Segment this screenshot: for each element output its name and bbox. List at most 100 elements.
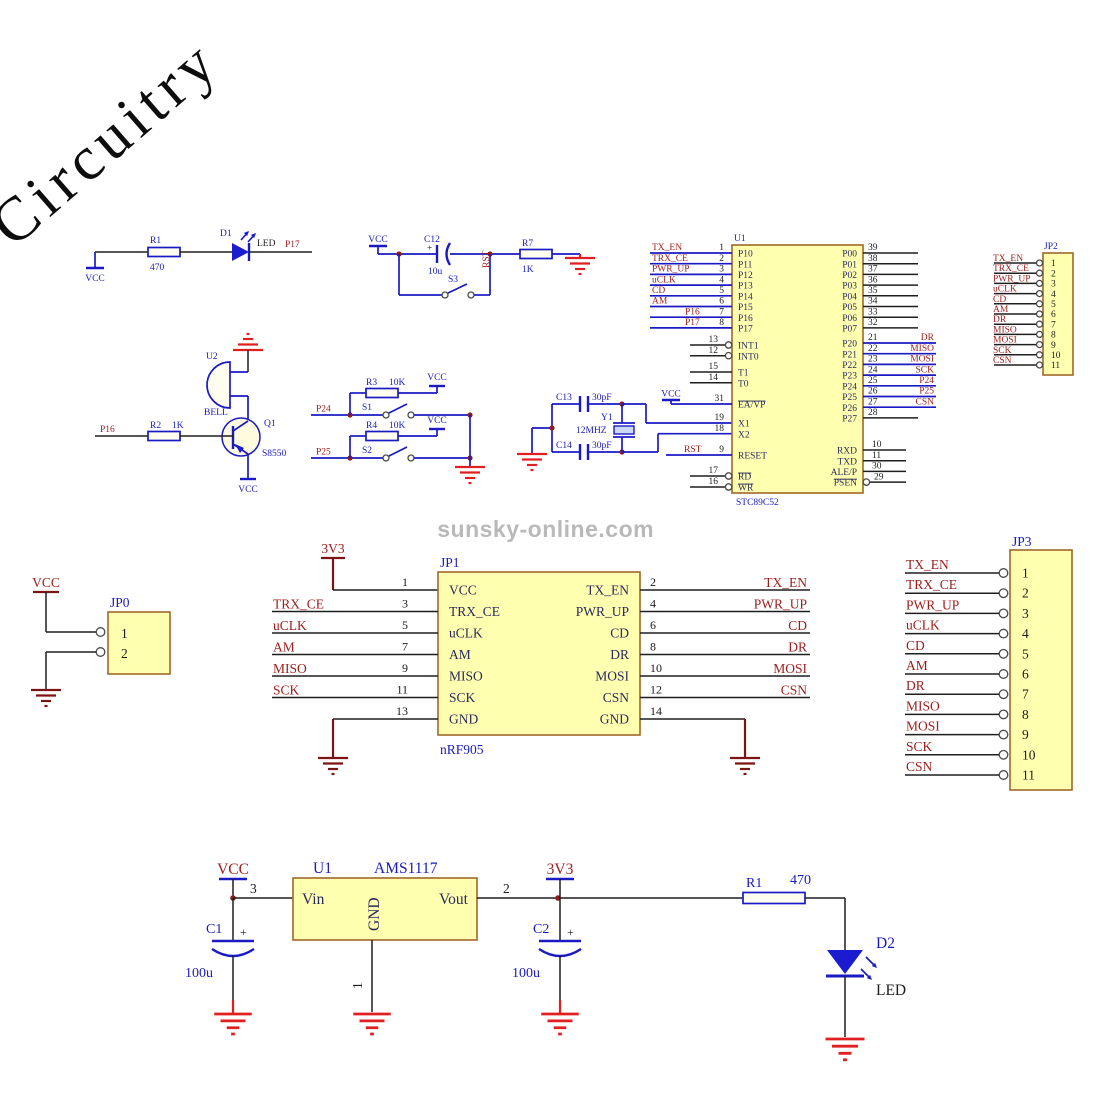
net-label: CD xyxy=(652,286,665,296)
pin-number: 16 xyxy=(709,477,719,487)
pin-number: 9 xyxy=(402,661,408,675)
pin-number: 12 xyxy=(709,346,719,356)
net-label-p16: P16 xyxy=(100,425,115,435)
jp3-header: JP3 TX_EN 1 TRX_CE 2 PWR_UP 3 uCLK 4 CD … xyxy=(905,534,1073,791)
net-label: TRX_CE xyxy=(993,264,1029,274)
pin-name: P04 xyxy=(842,292,857,302)
pin-number: 8 xyxy=(650,640,656,654)
net-label: CD xyxy=(906,638,925,653)
cap-value: 10u xyxy=(428,267,443,277)
resistor-value: 1K xyxy=(172,421,184,431)
net-label: CSN xyxy=(906,759,933,774)
regulator-body xyxy=(292,877,478,941)
net-label: AM xyxy=(652,297,668,307)
pin-number: 9 xyxy=(1022,727,1029,742)
pin-name: T1 xyxy=(738,369,749,379)
net-label: P25 xyxy=(919,387,934,397)
pin-number: 7 xyxy=(402,640,408,654)
resistor-value: 1K xyxy=(522,265,534,275)
jp2-ref: JP2 xyxy=(1044,242,1058,252)
jp0-body xyxy=(107,611,171,675)
pin-number: 2 xyxy=(1022,586,1029,601)
pin-number: 5 xyxy=(402,618,408,632)
vcc-label: VCC xyxy=(238,485,258,495)
pin-name: P15 xyxy=(738,303,753,313)
pin-number: 6 xyxy=(719,297,724,307)
resistor-value: 470 xyxy=(150,263,165,273)
net-label: CSN xyxy=(781,683,808,698)
net-label: AM xyxy=(906,658,928,673)
switch-ref: S2 xyxy=(362,446,372,456)
transistor-part: S8550 xyxy=(262,449,287,459)
pin-name: P20 xyxy=(842,340,857,350)
pin-name: RD xyxy=(738,473,751,483)
vcc-label: VCC xyxy=(217,861,249,878)
net-label: TRX_CE xyxy=(906,577,957,592)
net-label: AM xyxy=(273,640,295,655)
pin-number: 31 xyxy=(715,394,725,404)
net-label: TX_EN xyxy=(906,557,949,572)
pin-number: 27 xyxy=(868,397,878,407)
ground-symbol xyxy=(824,1037,866,1062)
resistor-ref: R4 xyxy=(366,421,377,431)
pin-number: 3 xyxy=(719,265,724,275)
vcc-label: VCC xyxy=(85,274,105,284)
crystal-value: 12MHZ xyxy=(576,426,607,436)
led-indicator-circuit: VCC R1 470 D1 LED P17 xyxy=(85,229,312,284)
pin-name: P10 xyxy=(738,250,753,260)
jp2-header: JP2 TX_EN 1 TRX_CE 2 PWR_UP 3 uCLK 4 CD … xyxy=(993,242,1074,376)
pin-number: 10 xyxy=(650,661,662,675)
pin-number: 10 xyxy=(872,440,882,450)
pin-name: WR xyxy=(738,484,754,494)
mcu-part: STC89C52 xyxy=(736,498,779,508)
net-label: TX_EN xyxy=(652,243,682,253)
ground-symbol xyxy=(563,256,597,276)
pin-number: 1 xyxy=(719,243,724,253)
net-label: P24 xyxy=(316,405,331,415)
pin-name: SCK xyxy=(449,690,476,705)
pin-number: 29 xyxy=(874,472,884,482)
net-label: CD xyxy=(788,618,807,633)
pin-number: 4 xyxy=(650,597,656,611)
pin-name: VCC xyxy=(449,583,477,598)
net-label: CD xyxy=(993,295,1006,305)
nrf905-module: 3V3 JP1 nRF905 1 VCC TRX_CE 3 TRX_CE uCL… xyxy=(272,541,810,776)
pin-name: PWR_UP xyxy=(576,604,629,619)
power-supply-circuit: VCC 3 U1 AMS1117 Vin Vout GND 1 2 3V3 C1… xyxy=(185,860,906,1062)
cap-value: 100u xyxy=(185,966,213,981)
pin-number: 10 xyxy=(1022,747,1036,762)
net-label: P25 xyxy=(316,448,331,458)
pin-number: 4 xyxy=(719,275,724,285)
pin-number: 2 xyxy=(121,646,128,661)
net-label: SCK xyxy=(273,683,300,698)
pin-number: 6 xyxy=(650,618,656,632)
jp3-body xyxy=(1009,549,1073,791)
pin-name: P14 xyxy=(738,292,753,302)
pin-number: 2 xyxy=(503,881,510,896)
net-label: TX_EN xyxy=(764,575,807,590)
cap-plus: + xyxy=(427,244,432,254)
pin-name: PSEN xyxy=(834,479,857,489)
pin-number: 28 xyxy=(868,408,878,418)
resistor-ref: R2 xyxy=(150,421,161,431)
pin-name: P16 xyxy=(738,314,753,324)
pin-name: RXD xyxy=(837,447,857,457)
mcu-block: U1 STC89C52 TX_EN 1 P10 TRX_CE 2 P11 PWR… xyxy=(650,234,936,508)
net-label: PWR_UP xyxy=(754,597,807,612)
pin-number: 10 xyxy=(1051,351,1061,361)
ground-symbol xyxy=(539,1012,581,1036)
ground-symbol xyxy=(515,452,549,472)
buzzer-ref: U2 xyxy=(206,352,218,362)
pin-number: 25 xyxy=(868,376,878,386)
net-label: DR xyxy=(993,315,1007,325)
regulator-part: AMS1117 xyxy=(374,860,438,877)
net-label: MISO xyxy=(906,698,940,713)
ground-symbol xyxy=(212,1012,254,1036)
jp0-ref: JP0 xyxy=(110,595,130,610)
transistor-emitter-arrow xyxy=(235,444,244,453)
net-label: MOSI xyxy=(773,661,807,676)
ground-symbol xyxy=(728,756,762,776)
pin-name: P24 xyxy=(842,382,857,392)
net-label: uCLK xyxy=(273,618,307,633)
